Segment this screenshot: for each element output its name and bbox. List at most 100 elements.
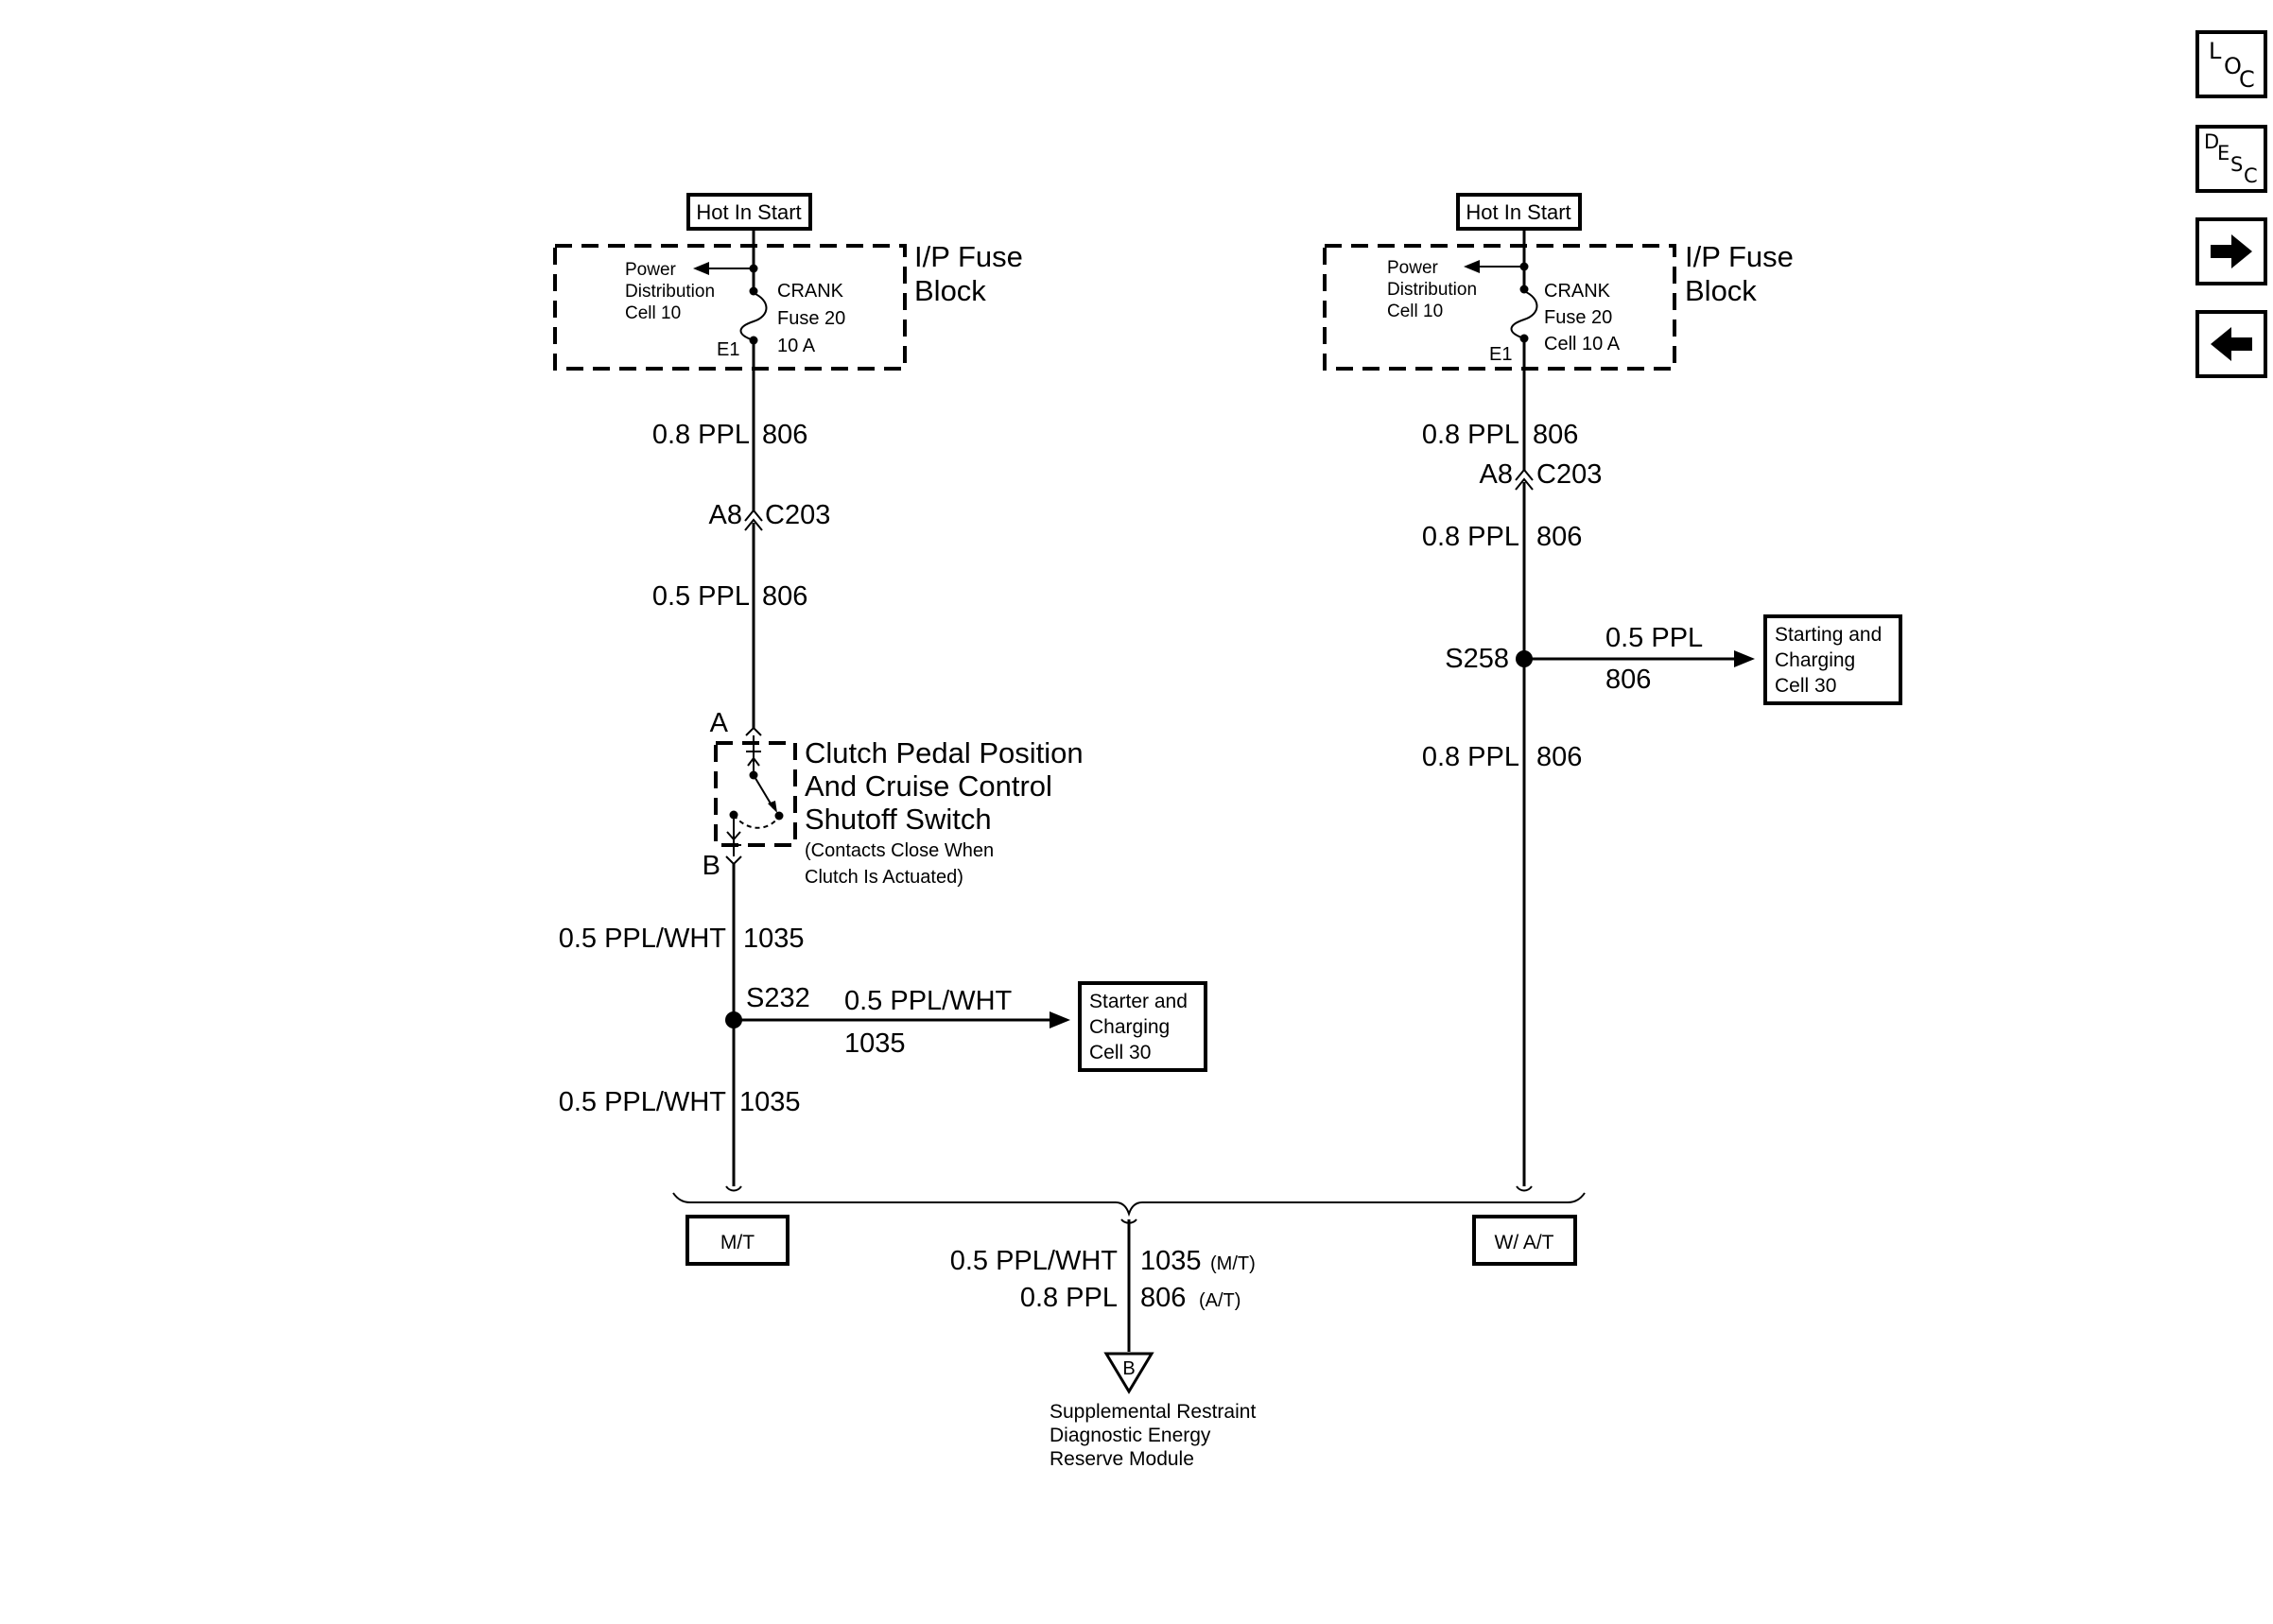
switch-name-1: Clutch Pedal Position (805, 736, 1084, 769)
left-branch-ref-box (1078, 981, 1207, 1072)
left-fuse-block-name-2: Block (914, 274, 986, 307)
right-arrow-icon (2211, 234, 2252, 268)
module-terminal-symbol (1103, 1352, 1154, 1394)
right-power-dist-3: Cell 10 (1387, 302, 1443, 321)
right-power-label: Hot In Start (1466, 200, 1570, 224)
option-at-box (1472, 1215, 1577, 1266)
left-circuit: Hot In Start I/P Fuse Block Power Distri… (553, 193, 1207, 1192)
right-wire1-circuit: 806 (1533, 420, 1578, 450)
right-power-dist-arrow (1464, 260, 1480, 273)
bottom-wire-a-gauge: 0.5 PPL/WHT (950, 1246, 1119, 1276)
left-wire1-circuit: 806 (762, 420, 807, 450)
switch-note-2: Clutch Is Actuated) (805, 867, 963, 888)
previous-page-button[interactable] (2195, 310, 2267, 378)
right-fuse-block-name-1: I/P Fuse (1685, 240, 1794, 273)
left-branch-ref-2: Charging (1089, 1016, 1170, 1038)
desc-letter-c: C (2244, 164, 2258, 187)
switch-top-contact (746, 751, 761, 767)
bottom-wire-a-circuit: 1035 (1140, 1246, 1202, 1276)
switch-pin-b-symbol (725, 855, 742, 866)
switch-pin-b: B (703, 851, 720, 881)
right-fuse-block-name-2: Block (1685, 274, 1757, 307)
left-wire2-gauge: 0.5 PPL (652, 581, 750, 612)
module-name-2: Diagnostic Energy (1050, 1425, 1211, 1446)
next-page-button[interactable] (2195, 217, 2267, 285)
option-mt-label: M/T (720, 1232, 755, 1253)
switch-pin-a-symbol (745, 726, 762, 736)
right-fuse-block-outline (1323, 244, 1676, 371)
right-connector-name: C203 (1536, 459, 1602, 490)
left-connector-name: C203 (765, 500, 830, 530)
left-fuse-symbol (739, 292, 768, 341)
switch-name-3: Shutoff Switch (805, 803, 992, 836)
location-button[interactable]: L O C (2195, 30, 2267, 98)
right-power-dist-1: Power (1387, 258, 1439, 278)
bottom-wire-b-option: (A/T) (1199, 1290, 1241, 1311)
right-branch-ref-3: Cell 30 (1775, 675, 1836, 697)
bottom-wire-a-option: (M/T) (1210, 1253, 1256, 1274)
desc-letter-d: D (2204, 130, 2220, 153)
right-branch-ref-2: Charging (1775, 649, 1855, 671)
right-fuse-terminal: E1 (1489, 344, 1512, 365)
left-branch-arrow (1050, 1011, 1070, 1028)
right-power-label-box (1456, 193, 1582, 231)
right-fuse-number: Fuse 20 (1544, 307, 1612, 328)
left-fuse-number: Fuse 20 (777, 308, 845, 329)
switch-note-1: (Contacts Close When (805, 840, 994, 861)
left-wire2-circuit: 806 (762, 581, 807, 612)
left-power-dist-3: Cell 10 (625, 303, 681, 323)
right-fuse-rating: Cell 10 A (1544, 334, 1621, 354)
right-branch-ref-1: Starting and (1775, 624, 1882, 646)
left-wire4-gauge: 0.5 PPL/WHT (559, 1087, 727, 1117)
left-fuse-terminal: E1 (717, 339, 739, 360)
switch-name-2: And Cruise Control (805, 769, 1052, 803)
left-fuse-name: CRANK (777, 281, 844, 302)
description-button[interactable]: D E S C (2195, 125, 2267, 193)
left-power-label: Hot In Start (696, 200, 801, 224)
left-fuse-block-name-1: I/P Fuse (914, 240, 1023, 273)
left-wire-end (725, 1185, 742, 1192)
module-terminal-label: B (1122, 1358, 1135, 1379)
right-branch-ref-box (1763, 614, 1902, 705)
right-fuse-symbol (1510, 290, 1538, 339)
right-wire2-gauge: 0.8 PPL (1422, 522, 1519, 552)
left-branch-ref-3: Cell 30 (1089, 1042, 1151, 1063)
right-circuit: Hot In Start I/P Fuse Block Power Distri… (1323, 193, 1902, 1192)
module-name-3: Reserve Module (1050, 1448, 1194, 1470)
module-name-1: Supplemental Restraint (1050, 1401, 1256, 1423)
left-arrow-icon (2211, 327, 2252, 361)
desc-letter-e: E (2217, 142, 2230, 164)
left-branch-gauge: 0.5 PPL/WHT (844, 986, 1013, 1016)
left-connector-pin: A8 (709, 500, 742, 530)
left-power-dist-1: Power (625, 260, 677, 280)
switch-outline (714, 741, 797, 847)
loc-letter-o: O (2224, 53, 2242, 79)
switch-contact-node (774, 811, 784, 821)
left-wire3-circuit: 1035 (743, 924, 805, 954)
left-wire1-gauge: 0.8 PPL (652, 420, 750, 450)
right-wire1-gauge: 0.8 PPL (1422, 420, 1519, 450)
right-wire3-circuit: 806 (1536, 742, 1582, 772)
right-branch-gauge: 0.5 PPL (1605, 623, 1703, 653)
left-wire3-gauge: 0.5 PPL/WHT (559, 924, 727, 954)
right-branch-circuit: 806 (1605, 665, 1651, 695)
left-power-label-box (686, 193, 812, 231)
left-wire4-circuit: 1035 (739, 1087, 801, 1117)
switch-pin-a: A (710, 708, 729, 738)
bottom-wire-b-gauge: 0.8 PPL (1020, 1283, 1118, 1313)
option-bracket: M/T W/ A/T 0.5 PPL/WHT 1035 (M/T) 0.8 PP… (672, 1192, 1586, 1470)
switch-dashed-link (733, 814, 780, 829)
left-power-dist-2: Distribution (625, 282, 715, 302)
right-fuse-name: CRANK (1544, 281, 1611, 302)
right-branch-arrow (1734, 650, 1755, 667)
desc-letter-s: S (2230, 153, 2244, 176)
splice-s258-label: S258 (1445, 644, 1509, 674)
left-fuse-rating: 10 A (777, 336, 816, 356)
right-power-dist-2: Distribution (1387, 280, 1477, 300)
bottom-wire-b-circuit: 806 (1140, 1283, 1186, 1313)
left-branch-circuit: 1035 (844, 1028, 906, 1059)
left-fuse-block-outline (553, 244, 907, 371)
left-branch-ref-1: Starter and (1089, 991, 1188, 1012)
left-power-dist-arrow (693, 262, 709, 275)
